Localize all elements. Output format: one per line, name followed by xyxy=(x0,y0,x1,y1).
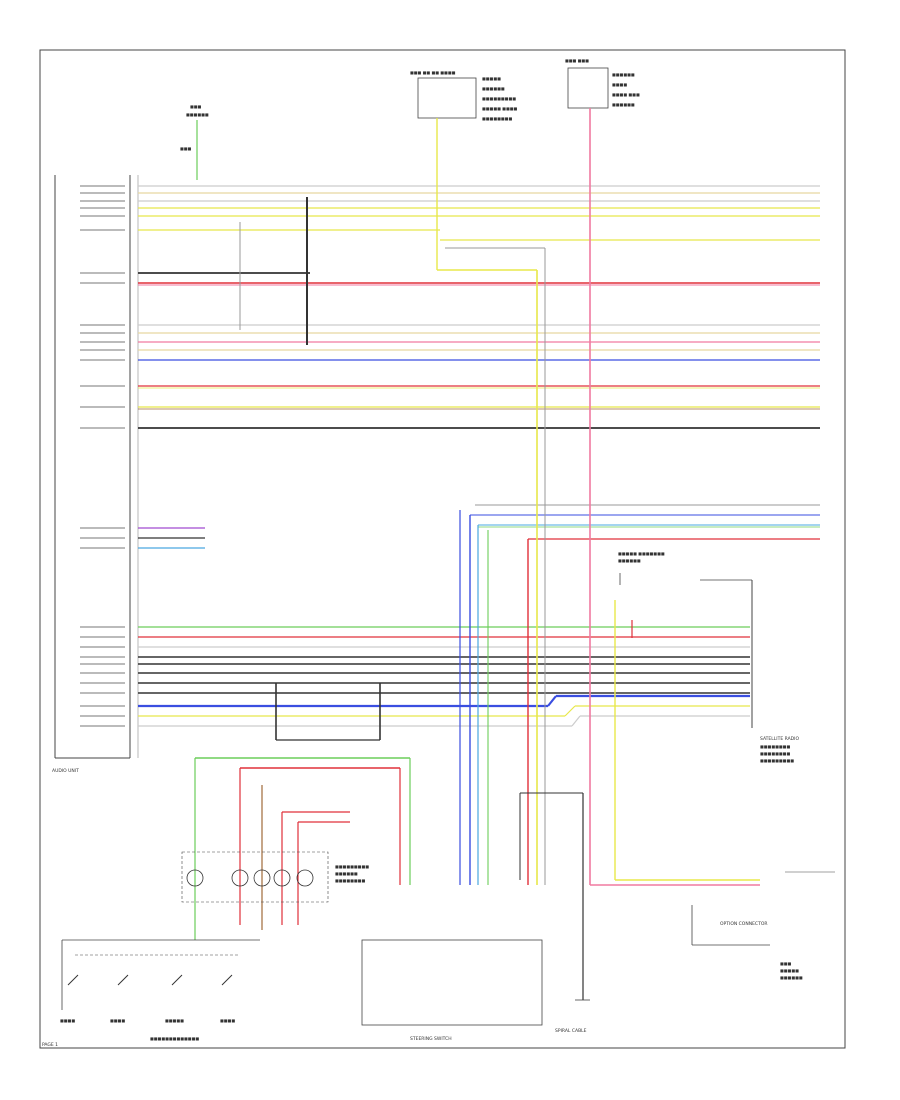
svg-text:■■■■■■■■: ■■■■■■■■ xyxy=(335,878,365,883)
steering-switch-wires: ■■■■■■■■■ ■■■■■■ ■■■■■■■■ xyxy=(181,757,411,940)
svg-text:■■■■: ■■■■ xyxy=(612,82,627,87)
svg-text:■■■■■■: ■■■■■■ xyxy=(482,86,505,91)
svg-text:■■■■■■■■■: ■■■■■■■■■ xyxy=(482,96,516,101)
page-frame xyxy=(39,49,846,1049)
steering-switch-label: STEERING SWITCH xyxy=(410,1036,452,1042)
svg-text:■■■■■: ■■■■■ xyxy=(780,968,799,973)
spiral-cable-label: SPIRAL CABLE xyxy=(555,1028,587,1034)
svg-text:■■■■■■■■: ■■■■■■■■ xyxy=(760,751,790,756)
steering-switch-bank: ■■■■ ■■■■ ■■■■■ ■■■■ ■■■■■■■■■■■■■ xyxy=(60,939,260,1041)
svg-text:■■■■■■■■■: ■■■■■■■■■ xyxy=(760,758,794,763)
page-number: PAGE 1 xyxy=(42,1042,58,1048)
svg-text:■■■■■: ■■■■■ xyxy=(165,1018,184,1023)
svg-text:■■■■■ ■■■■■■■: ■■■■■ ■■■■■■■ xyxy=(618,551,665,556)
horizontal-wires xyxy=(138,185,820,727)
vertical-wires xyxy=(239,108,760,1000)
spiral-cable-box: STEERING SWITCH xyxy=(361,939,543,1042)
audio-unit-label: AUDIO UNIT xyxy=(52,768,79,774)
svg-text:■■■: ■■■ xyxy=(180,146,192,151)
svg-text:■■■: ■■■ xyxy=(190,104,202,109)
svg-text:■■■■: ■■■■ xyxy=(60,1018,75,1023)
svg-text:■■■■ ■■■: ■■■■ ■■■ xyxy=(612,92,640,97)
fuse-box-left: ■■■ ■■ ■■ ■■■■ ■■■■■ ■■■■■■ ■■■■■■■■■ ■■… xyxy=(410,70,518,121)
satellite-radio-connector: ■■■■■ ■■■■■■■ ■■■■■■ SATELLITE RADIO ■■■… xyxy=(618,551,799,763)
svg-text:■■■ ■■ ■■ ■■■■: ■■■ ■■ ■■ ■■■■ xyxy=(410,70,456,75)
audio-unit-pin-labels xyxy=(80,185,125,727)
svg-text:■■■■■■■■■: ■■■■■■■■■ xyxy=(335,864,369,869)
svg-text:■■■■■■: ■■■■■■ xyxy=(186,112,209,117)
svg-text:■■■■■■: ■■■■■■ xyxy=(335,871,358,876)
option-connector: OPTION CONNECTOR ■■■ ■■■■■ ■■■■■■ xyxy=(691,871,835,980)
satellite-radio-label: SATELLITE RADIO xyxy=(760,736,799,742)
svg-text:■■■■■■: ■■■■■■ xyxy=(618,558,641,563)
svg-text:■■■■: ■■■■ xyxy=(220,1018,235,1023)
svg-text:■■■■■: ■■■■■ xyxy=(482,76,501,81)
svg-text:■■■ ■■■: ■■■ ■■■ xyxy=(565,58,589,63)
svg-text:■■■■■■■■: ■■■■■■■■ xyxy=(482,116,512,121)
svg-text:■■■■■ ■■■■: ■■■■■ ■■■■ xyxy=(482,106,518,111)
option-connector-label: OPTION CONNECTOR xyxy=(720,921,768,927)
svg-text:■■■■■■: ■■■■■■ xyxy=(612,102,635,107)
svg-text:■■■■■■■■■■■■■: ■■■■■■■■■■■■■ xyxy=(150,1036,199,1041)
svg-text:■■■■: ■■■■ xyxy=(110,1018,125,1023)
fuse-box-right: ■■■ ■■■ ■■■■■■ ■■■■ ■■■■ ■■■ ■■■■■■ xyxy=(565,58,640,109)
svg-text:■■■■■■: ■■■■■■ xyxy=(780,975,803,980)
power-fuse-symbol: ■■■ ■■■■■■ ■■■ xyxy=(180,104,209,180)
svg-text:■■■: ■■■ xyxy=(780,961,792,966)
svg-text:■■■■■■: ■■■■■■ xyxy=(612,72,635,77)
svg-text:■■■■■■■■: ■■■■■■■■ xyxy=(760,744,790,749)
audio-unit-connector: AUDIO UNIT xyxy=(52,175,139,774)
spiral-cable-ground: SPIRAL CABLE xyxy=(555,999,590,1034)
